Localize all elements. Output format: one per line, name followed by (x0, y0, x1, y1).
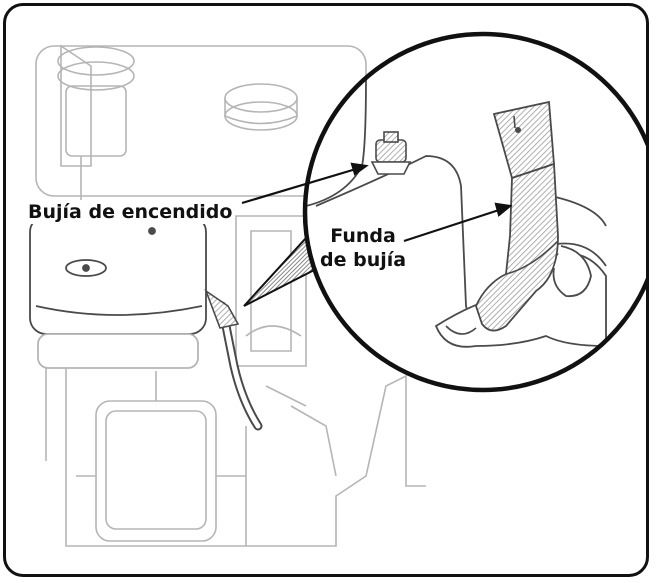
spark-plug-label: Bujía de encendido (26, 200, 235, 224)
air-filter-cover (29, 215, 207, 369)
engine-illustration (29, 31, 646, 547)
zoom-inset-border (302, 31, 646, 393)
illustration-frame: Bujía de encendido Funda de bujía (3, 3, 649, 577)
plug-boot-label-line1: Funda (330, 225, 396, 247)
engine-body (35, 44, 426, 547)
spark-plug-wire (204, 288, 263, 431)
spark-plug-tip (370, 131, 412, 175)
plug-boot-label: Funda de bujía (318, 224, 408, 272)
leader-lines (241, 162, 513, 243)
zoom-inset (305, 34, 646, 390)
plug-boot-label-line2: de bujía (320, 249, 407, 271)
